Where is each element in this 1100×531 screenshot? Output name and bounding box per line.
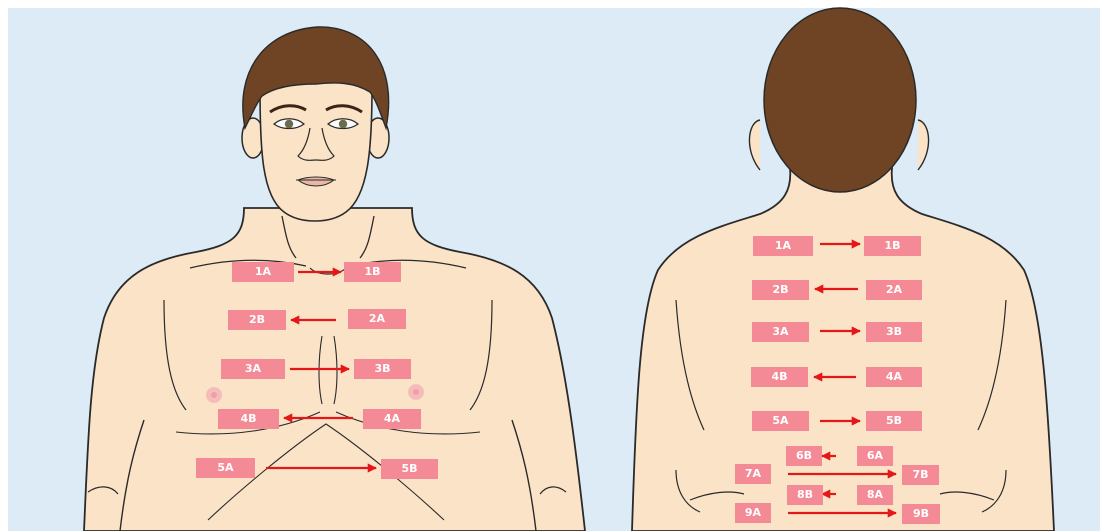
front-label-2b: 2B — [228, 310, 286, 330]
back-label-1a: 1A — [753, 236, 813, 256]
back-label-6a: 6A — [857, 446, 893, 466]
back-label-1b: 1B — [864, 236, 921, 256]
front-figure — [84, 27, 585, 531]
back-label-2b: 2B — [752, 280, 809, 300]
back-label-5b: 5B — [866, 411, 922, 431]
front-label-4b: 4B — [218, 409, 279, 429]
back-head — [764, 8, 916, 192]
front-label-2a: 2A — [348, 309, 406, 329]
back-label-4b: 4B — [751, 367, 808, 387]
back-figure — [632, 8, 1054, 531]
front-label-1a: 1A — [232, 262, 294, 282]
front-label-4a: 4A — [363, 409, 421, 429]
back-torso — [632, 168, 1054, 531]
back-label-9b: 9B — [902, 504, 940, 524]
back-label-8b: 8B — [787, 485, 823, 505]
back-label-6b: 6B — [786, 446, 822, 466]
front-label-3a: 3A — [221, 359, 285, 379]
back-label-9a: 9A — [735, 503, 771, 523]
front-label-3b: 3B — [354, 359, 411, 379]
front-label-5b: 5B — [381, 459, 438, 479]
front-label-1b: 1B — [344, 262, 401, 282]
back-label-7a: 7A — [735, 464, 771, 484]
front-label-5a: 5A — [196, 458, 255, 478]
back-label-7b: 7B — [902, 465, 939, 485]
back-label-8a: 8A — [857, 485, 893, 505]
back-label-5a: 5A — [752, 411, 809, 431]
back-label-4a: 4A — [866, 367, 922, 387]
back-label-2a: 2A — [866, 280, 922, 300]
back-label-3b: 3B — [866, 322, 922, 342]
back-label-3a: 3A — [752, 322, 809, 342]
